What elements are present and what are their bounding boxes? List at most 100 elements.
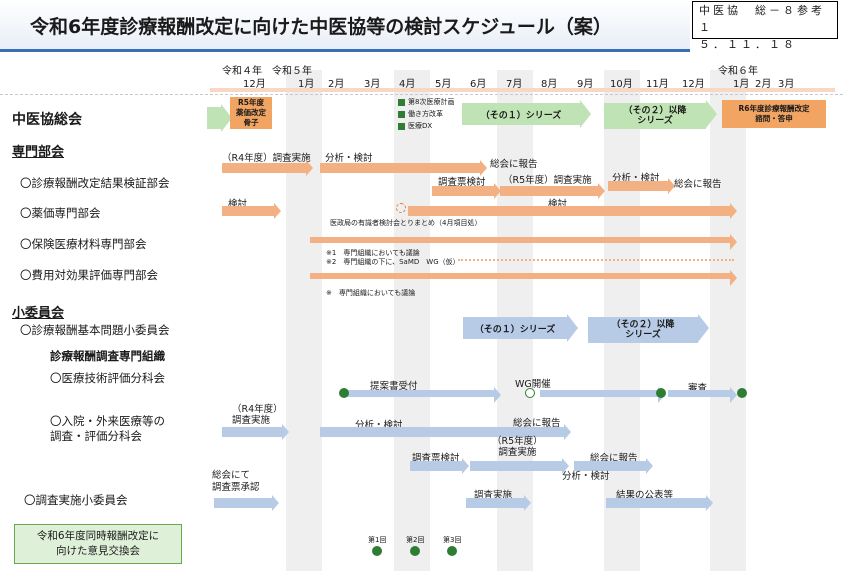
- shinsa-text: 審査: [688, 383, 708, 394]
- kihon-series2-arrow: （その２）以降 シリーズ: [588, 314, 709, 343]
- soukai-series2-label: （その２）以降 シリーズ: [623, 106, 687, 126]
- nyuin-r4-text: （R4年度） 調査実施: [232, 404, 283, 426]
- nyuin-bunseki-arrow: [320, 424, 571, 440]
- hoken-label: 〇保険医療材料専門部会: [20, 237, 147, 251]
- iseikyoku-text: 医政局の有識者検討会とりまとめ（4月項目処）: [330, 219, 482, 227]
- kohyo-text: 結果の公表等: [616, 490, 674, 501]
- month-4: 4月: [399, 79, 416, 90]
- soukai-label: 中医協総会: [12, 112, 82, 128]
- iken-d2-text: 第2回: [406, 536, 425, 544]
- month-3b: 3月: [778, 79, 795, 90]
- ref-line-2: ５．１１．１８: [699, 38, 797, 51]
- bullet-icon: [398, 111, 405, 118]
- kentou2-arrow: [408, 203, 737, 219]
- note1: ※1 専門組織においても議論: [326, 249, 420, 257]
- iken-box: 令和6年度同時報酬改定に 向けた意見交換会: [14, 524, 182, 564]
- month-11: 11月: [646, 79, 669, 90]
- nyuin-label: 〇入院・外来医療等の 調査・評価分科会: [50, 414, 165, 443]
- month-9: 9月: [577, 79, 594, 90]
- samd-wg-dotted-line: [458, 259, 734, 261]
- kihon-series1-label: （その１）シリーズ: [474, 324, 556, 335]
- wg-hollow-dot: [525, 388, 535, 398]
- iseikyoku-dashed-marker: [396, 203, 406, 213]
- shade-col: [286, 70, 322, 571]
- r4-chosa-text: （R4年度）調査実施: [222, 153, 311, 164]
- bullet-3: 医療DX: [408, 122, 433, 130]
- hoken-arrow: [310, 234, 737, 250]
- kentou2-text: 検討: [548, 199, 568, 210]
- r5-yakka-box: R5年度 薬価改定 骨子: [230, 97, 272, 129]
- soukai-hokoku2-text: 総会に報告: [674, 179, 722, 190]
- r5-chosa-text: （R5年度）調査実施: [503, 175, 592, 186]
- month-2: 2月: [328, 79, 345, 90]
- note2: ※2 専門組織の下に、SaMD WG（仮）: [326, 258, 460, 266]
- month-12b: 12月: [682, 79, 705, 90]
- nyuin-hokoku2-text: 総会に報告: [590, 453, 638, 464]
- teian-arrow: [344, 387, 501, 403]
- kohyo-arrow: [606, 495, 713, 511]
- teian-text: 提案書受付: [370, 381, 418, 392]
- kenshou-label: 〇診療報酬改定結果検証部会: [20, 176, 170, 190]
- r6-kaitei-box: R6年度診療報酬改定 諮問・答申: [722, 100, 826, 128]
- year-r6: 令和６年: [718, 66, 758, 77]
- month-6: 6月: [470, 79, 487, 90]
- bullet-2: 働き方改革: [408, 110, 443, 118]
- shinsa-arrow: [668, 387, 737, 403]
- shonin-text: 総会にて 調査票承認: [212, 470, 260, 493]
- year-r5: 令和５年: [272, 66, 312, 77]
- month-7: 7月: [506, 79, 523, 90]
- soukai-series1-label: （その１）シリーズ: [480, 110, 562, 121]
- iken-dot-3: [447, 546, 457, 556]
- wg-text: WG開催: [515, 379, 551, 390]
- iken-dot-2: [410, 546, 420, 556]
- month-2b: 2月: [755, 79, 772, 90]
- month-1: 1月: [298, 79, 315, 90]
- shade-col: [710, 70, 746, 571]
- month-1b: 1月: [733, 79, 750, 90]
- page-title: 令和6年度診療報酬改定に向けた中医協等の検討スケジュール（案）: [30, 16, 612, 38]
- kihon-series1-arrow: （その１）シリーズ: [463, 314, 578, 342]
- bullet-icon: [398, 123, 405, 130]
- kentou1-arrow: [222, 203, 281, 219]
- month-8: 8月: [541, 79, 558, 90]
- senmon-label: 専門部会: [12, 145, 65, 160]
- r5-chosa-arrow: [500, 183, 605, 199]
- nyuin-hokoku2-arrow: [574, 458, 653, 474]
- year-r4: 令和４年: [222, 66, 262, 77]
- nyuin-bunseki2-text: 分析・検討: [562, 471, 610, 482]
- nyuin-hokoku-text: 総会に報告: [513, 418, 561, 429]
- kentou1-text: 検討: [228, 199, 248, 210]
- sho-label: 小委員会: [12, 306, 65, 321]
- wg-arrow: [540, 387, 665, 403]
- nyuin-chosahyo-arrow: [410, 458, 469, 474]
- header-bar: [0, 0, 690, 52]
- chosahyo1-arrow: [432, 183, 501, 199]
- ref-line-1: 中医協 総－８参考１: [699, 4, 825, 34]
- r4-chosa-arrow: [222, 160, 313, 176]
- divider: [0, 94, 843, 95]
- bunseki2-arrow: [608, 178, 675, 194]
- bullet-icon: [398, 99, 405, 106]
- soukai-hokoku1-text: 総会に報告: [490, 159, 538, 170]
- milestone-dot: [656, 388, 666, 398]
- month-12: 12月: [243, 79, 266, 90]
- kihon-label: 〇診療報酬基本問題小委員会: [20, 323, 170, 337]
- chosa-text: 調査実施: [474, 490, 513, 501]
- jisshi-label: 〇調査実施小委員会: [24, 493, 128, 507]
- soshiki-label: 診療報酬調査専門組織: [50, 349, 165, 363]
- yakka-label: 〇薬価専門部会: [20, 206, 101, 220]
- soukai-series1-arrow: （その１）シリーズ: [462, 100, 591, 128]
- iken-dot-1: [372, 546, 382, 556]
- reference-box: 中医協 総－８参考１ ５．１１．１８: [692, 1, 838, 51]
- bunseki1-text: 分析・検討: [325, 153, 373, 164]
- soukai-arrow-start: [207, 104, 232, 132]
- nyuin-r5-arrow: [470, 458, 569, 474]
- bunseki2-text: 分析・検討: [612, 173, 660, 184]
- soukai-series2-arrow: （その２）以降 シリーズ: [604, 100, 717, 129]
- chosahyo1-text: 調査票検討: [438, 177, 486, 188]
- bullet-1: 第8次医療計画: [408, 98, 455, 106]
- nyuin-r4-arrow: [222, 424, 289, 440]
- note3: ※ 専門組織においても議論: [326, 289, 416, 297]
- kihon-series2-label: （その２）以降 シリーズ: [611, 320, 675, 340]
- shade-col: [394, 70, 430, 571]
